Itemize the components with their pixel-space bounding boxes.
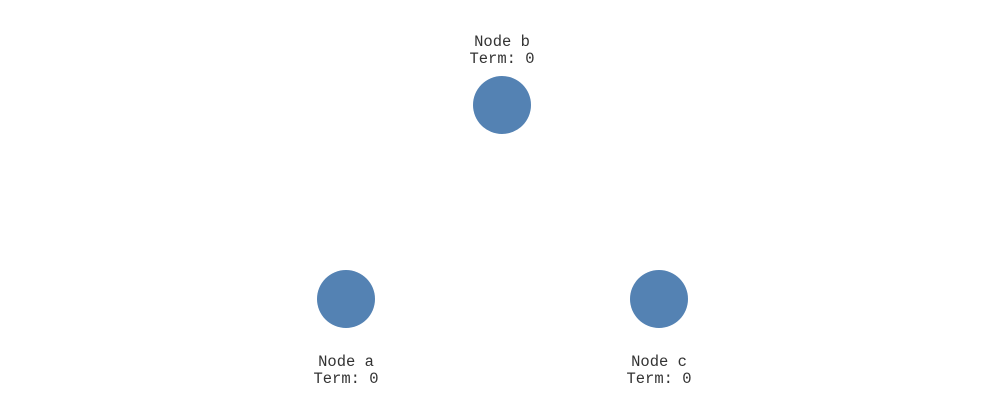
node-b-circle[interactable]	[473, 76, 531, 134]
node-a-term: Term: 0	[313, 370, 379, 388]
node-c-term: Term: 0	[626, 370, 692, 388]
node-b-term: Term: 0	[469, 50, 535, 68]
node-a-circle[interactable]	[317, 270, 375, 328]
node-b: Node b Term: 0	[442, 34, 562, 134]
node-c: Node c Term: 0	[599, 270, 719, 388]
node-a-name: Node a	[318, 353, 374, 371]
node-c-name: Node c	[631, 353, 687, 371]
node-a: Node a Term: 0	[286, 270, 406, 388]
node-c-circle[interactable]	[630, 270, 688, 328]
node-b-name: Node b	[474, 33, 530, 51]
